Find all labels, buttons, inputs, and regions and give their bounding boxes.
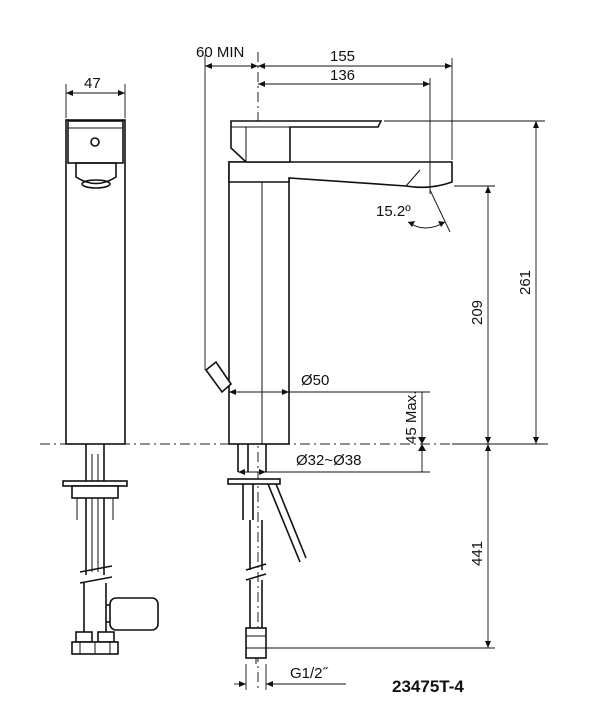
model-code: 23475T-4 bbox=[392, 677, 464, 696]
side-view-indicator bbox=[90, 137, 100, 147]
dim-hose-length: 441 bbox=[469, 541, 486, 566]
side-view-lever bbox=[67, 120, 124, 164]
front-view-hose-nut bbox=[245, 627, 267, 659]
dim-reach-total: 155 bbox=[330, 48, 355, 65]
dim-angle: 15.2º bbox=[376, 203, 411, 220]
dim-reach-spout: 136 bbox=[330, 67, 355, 84]
side-view: 47 bbox=[62, 75, 159, 655]
dim-height-total: 261 bbox=[517, 270, 534, 295]
vertical-dimensions: 261 209 45 Max. 441 bbox=[266, 120, 545, 649]
dim-diameter-base: Ø50 bbox=[301, 372, 329, 389]
faucet-spout bbox=[228, 161, 453, 189]
side-view-valve-block bbox=[109, 597, 159, 631]
faucet-lever bbox=[230, 120, 383, 163]
dim-height-spout: 209 bbox=[469, 300, 486, 325]
dim-hole-diameter: Ø32~Ø38 bbox=[296, 452, 361, 469]
dim-min-clearance: 60 MIN bbox=[196, 44, 244, 61]
dim-connection-thread: G1/2˝ bbox=[290, 665, 329, 682]
drain-pull-rod bbox=[204, 360, 233, 394]
faucet-body bbox=[228, 161, 290, 445]
front-view-mount-plate bbox=[227, 478, 281, 485]
front-view: 60 MIN 155 136 15.2º Ø50 Ø32~Ø38 G1/2˝ bbox=[196, 44, 453, 690]
dim-deck-thickness: 45 Max. bbox=[403, 391, 420, 444]
side-view-aerator bbox=[75, 162, 117, 185]
dim-width-side: 47 bbox=[84, 75, 101, 92]
